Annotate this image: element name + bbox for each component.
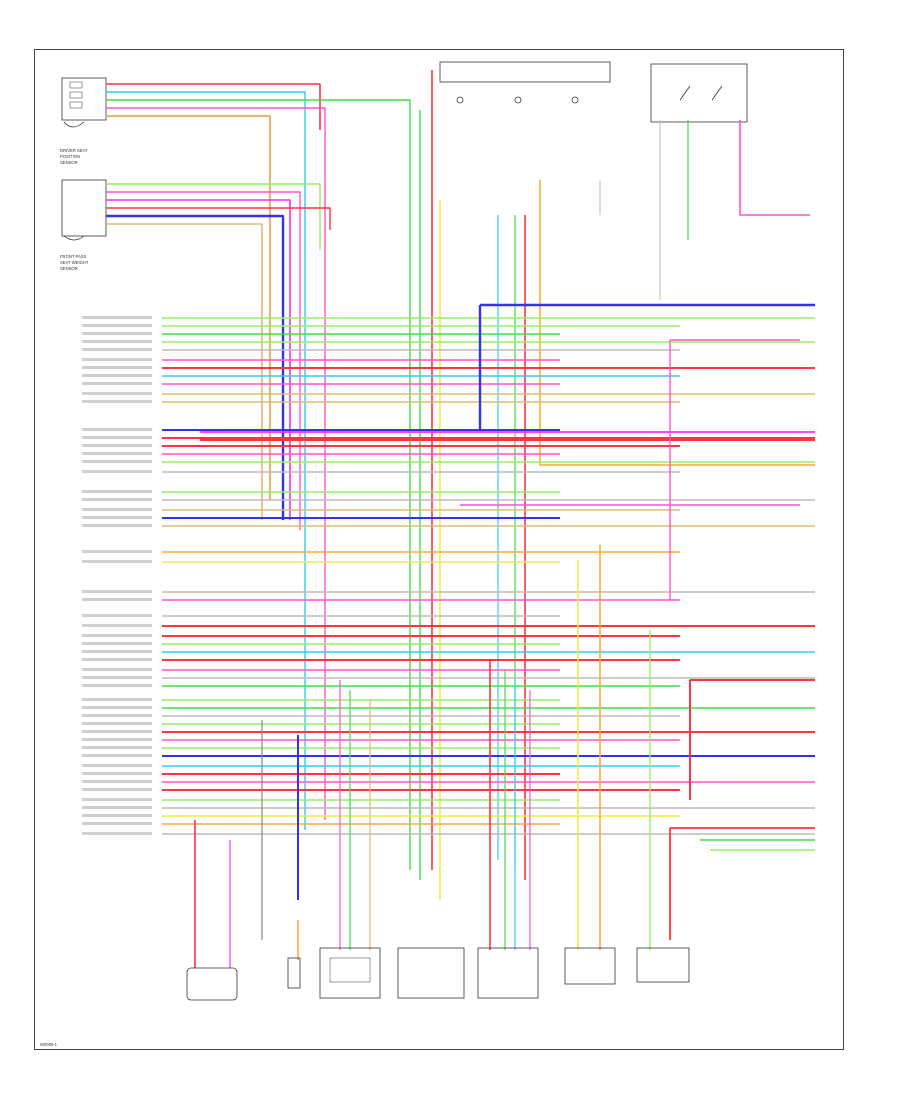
svg-text:SENSOR: SENSOR — [60, 160, 78, 165]
connector-top-left-1: DRIVER SEAT POSITION SENSOR — [60, 77, 107, 165]
pin-label-bar — [82, 788, 152, 791]
pin-label-bar — [82, 400, 152, 403]
svg-text:FRONT PASS: FRONT PASS — [60, 254, 87, 259]
pin-label-bar — [82, 746, 152, 749]
pin-label-bar — [82, 524, 152, 527]
pin-label-bar — [82, 444, 152, 447]
wire — [106, 114, 272, 500]
pin-label-bar — [82, 772, 152, 775]
pin-label-bar — [82, 722, 152, 725]
bottom-component-7 — [636, 947, 690, 983]
pin-label-bar — [82, 642, 152, 645]
svg-text:POSITION: POSITION — [60, 154, 80, 159]
pin-label-bar — [82, 738, 152, 741]
pin-label-bar — [82, 614, 152, 617]
pin-label-bar — [82, 340, 152, 343]
svg-text:DRIVER SEAT: DRIVER SEAT — [60, 148, 88, 153]
bottom-component-3 — [319, 947, 381, 999]
wire — [539, 180, 815, 466]
pin-label-bar — [82, 822, 152, 825]
pin-label-bar — [82, 730, 152, 733]
pin-label-bar — [82, 598, 152, 601]
pin-label-bar — [82, 436, 152, 439]
pin-label-bar — [82, 316, 152, 319]
pin-label-bar — [82, 764, 152, 767]
pin-label-bar — [82, 668, 152, 671]
pin-label-bar — [82, 706, 152, 709]
pin-label-bar — [82, 714, 152, 717]
pin-label-bar — [82, 832, 152, 835]
pin-label-bar — [82, 560, 152, 563]
pin-label-bar — [82, 806, 152, 809]
corner-code: W0000-1 — [40, 1042, 58, 1047]
svg-text:SENSOR: SENSOR — [60, 266, 78, 271]
bottom-component-2 — [287, 957, 301, 989]
pin-label-bar — [82, 814, 152, 817]
pin-label-bar — [82, 650, 152, 653]
wire — [106, 107, 326, 820]
pin-label-bar — [82, 470, 152, 473]
pin-label-bar — [82, 366, 152, 369]
pin-label-bar — [82, 332, 152, 335]
svg-text:SEAT WEIGHT: SEAT WEIGHT — [60, 260, 89, 265]
pin-label-bar — [82, 798, 152, 801]
bottom-component-1 — [186, 967, 238, 1001]
pin-label-bar — [82, 780, 152, 783]
wire — [106, 191, 301, 530]
pin-label-bar — [82, 624, 152, 627]
wire — [106, 83, 321, 130]
wire — [106, 223, 263, 520]
pin-label-bar — [82, 754, 152, 757]
pin-label-bar — [82, 392, 152, 395]
wire — [106, 199, 291, 520]
connector-top-left-2: FRONT PASS SEAT WEIGHT SENSOR — [60, 179, 107, 271]
pin-label-bar — [82, 452, 152, 455]
module-top-right — [650, 63, 748, 123]
pin-label-bar — [82, 374, 152, 377]
pin-label-bar — [82, 498, 152, 501]
pin-label-bar — [82, 516, 152, 519]
wire — [106, 214, 285, 520]
pin-label-bar — [82, 508, 152, 511]
wire — [106, 207, 331, 230]
pin-label-bar — [82, 684, 152, 687]
pin-label-bar — [82, 358, 152, 361]
bottom-component-5 — [477, 947, 539, 999]
pin-label-bar — [82, 348, 152, 351]
switch-group-top — [439, 61, 611, 104]
pin-label-bar — [82, 460, 152, 463]
pin-label-bar — [82, 550, 152, 553]
pin-label-bar — [82, 428, 152, 431]
pin-label-bar — [82, 676, 152, 679]
pin-label-bar — [82, 698, 152, 701]
pin-label-bar — [82, 490, 152, 493]
pin-label-bar — [82, 634, 152, 637]
wire — [106, 183, 321, 250]
wire — [106, 99, 411, 870]
diagram-frame — [34, 49, 844, 1050]
wire — [739, 120, 810, 216]
pin-label-bar — [82, 590, 152, 593]
pin-label-bar — [82, 324, 152, 327]
bottom-component-6 — [564, 947, 616, 985]
bottom-component-4 — [397, 947, 465, 999]
pin-label-bar — [82, 658, 152, 661]
wire — [106, 91, 306, 830]
wire-harness — [106, 70, 815, 968]
pin-label-bar — [82, 382, 152, 385]
srs-unit-pin-labels — [82, 316, 152, 835]
